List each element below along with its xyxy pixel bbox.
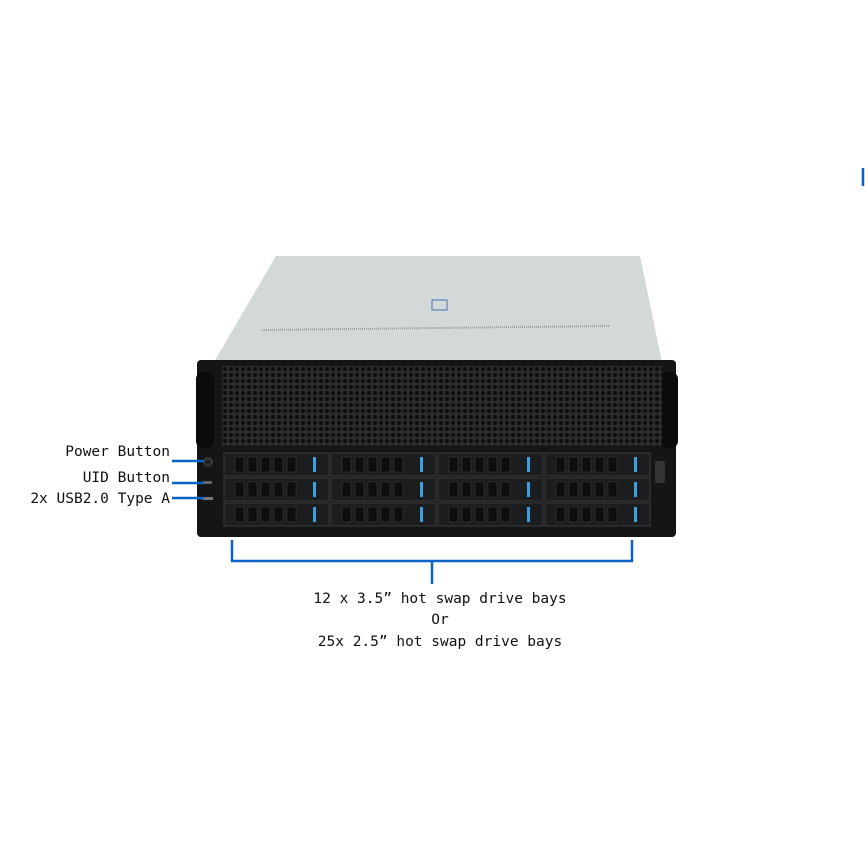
uid-button[interactable] bbox=[203, 481, 212, 484]
drive-vent bbox=[461, 506, 472, 523]
drive-vent bbox=[393, 481, 404, 498]
drive-vent bbox=[286, 506, 297, 523]
drive-latch[interactable] bbox=[420, 507, 423, 522]
drive-vent bbox=[607, 456, 618, 473]
drive-latch[interactable] bbox=[527, 482, 530, 497]
drive-vent bbox=[555, 456, 566, 473]
drive-vent bbox=[341, 506, 352, 523]
drive-latch[interactable] bbox=[313, 482, 316, 497]
drive-vent bbox=[260, 506, 271, 523]
drive-vent bbox=[461, 456, 472, 473]
drive-vent bbox=[487, 481, 498, 498]
drive-vent bbox=[474, 456, 485, 473]
drive-latch[interactable] bbox=[313, 507, 316, 522]
drive-vent bbox=[555, 506, 566, 523]
drive-vent bbox=[393, 506, 404, 523]
drive-vent bbox=[273, 481, 284, 498]
drive-vent bbox=[500, 456, 511, 473]
drive-vent bbox=[234, 481, 245, 498]
drive-vent bbox=[341, 481, 352, 498]
drive-vent bbox=[286, 456, 297, 473]
drive-vent bbox=[500, 506, 511, 523]
vga-port bbox=[655, 461, 665, 483]
power-button[interactable] bbox=[203, 457, 213, 467]
drive-vent bbox=[260, 456, 271, 473]
drive-vent bbox=[607, 506, 618, 523]
drive-latch[interactable] bbox=[634, 482, 637, 497]
drive-vent bbox=[354, 506, 365, 523]
drive-vent bbox=[286, 481, 297, 498]
drive-bays-label-2: 25x 2.5” hot swap drive bays bbox=[317, 634, 563, 650]
drive-vent bbox=[568, 456, 579, 473]
drive-vent bbox=[581, 456, 592, 473]
drive-vent bbox=[247, 481, 258, 498]
drive-vent bbox=[581, 481, 592, 498]
drive-vent bbox=[367, 456, 378, 473]
drive-vent bbox=[487, 456, 498, 473]
drive-vent bbox=[260, 481, 271, 498]
drive-vent bbox=[607, 481, 618, 498]
uid-button-label: UID Button bbox=[82, 470, 170, 486]
drive-vent bbox=[555, 481, 566, 498]
power-button-label: Power Button bbox=[65, 444, 170, 460]
right-handle bbox=[660, 372, 678, 448]
drive-latch[interactable] bbox=[634, 457, 637, 472]
lid-label bbox=[431, 299, 448, 311]
drive-vent bbox=[273, 456, 284, 473]
drive-vent bbox=[594, 481, 605, 498]
drive-vent bbox=[354, 481, 365, 498]
drive-vent bbox=[594, 456, 605, 473]
drive-vent bbox=[594, 506, 605, 523]
drive-vent bbox=[341, 456, 352, 473]
usb-port[interactable] bbox=[202, 497, 213, 500]
drive-vent bbox=[367, 506, 378, 523]
drive-latch[interactable] bbox=[420, 457, 423, 472]
drive-vent bbox=[247, 506, 258, 523]
drive-vent bbox=[393, 456, 404, 473]
drive-vent bbox=[448, 481, 459, 498]
drive-vent bbox=[448, 506, 459, 523]
drive-latch[interactable] bbox=[313, 457, 316, 472]
drive-vent bbox=[568, 481, 579, 498]
drive-vent bbox=[234, 456, 245, 473]
drive-latch[interactable] bbox=[634, 507, 637, 522]
drive-bays-label-or: Or bbox=[431, 612, 449, 628]
drive-vent bbox=[448, 456, 459, 473]
drive-vent bbox=[474, 481, 485, 498]
drive-bays bbox=[223, 452, 651, 527]
drive-vent bbox=[247, 456, 258, 473]
drive-vent bbox=[367, 481, 378, 498]
drive-latch[interactable] bbox=[527, 507, 530, 522]
drive-vent bbox=[354, 456, 365, 473]
drive-vent bbox=[380, 481, 391, 498]
drive-vent bbox=[380, 506, 391, 523]
drive-vent bbox=[581, 506, 592, 523]
usb-label: 2x USB2.0 Type A bbox=[30, 491, 170, 507]
drive-vent bbox=[273, 506, 284, 523]
left-handle bbox=[196, 372, 214, 448]
drive-latch[interactable] bbox=[420, 482, 423, 497]
lid-vent bbox=[261, 325, 611, 331]
drive-bays-label-1: 12 x 3.5” hot swap drive bays bbox=[313, 591, 567, 607]
drive-vent bbox=[568, 506, 579, 523]
drive-vent bbox=[500, 481, 511, 498]
drive-vent bbox=[461, 481, 472, 498]
drive-vent bbox=[474, 506, 485, 523]
drive-vent bbox=[234, 506, 245, 523]
front-mesh bbox=[222, 366, 662, 446]
drive-vent bbox=[380, 456, 391, 473]
callout-lines bbox=[172, 168, 865, 584]
chassis-top-lid bbox=[214, 256, 662, 362]
drive-latch[interactable] bbox=[527, 457, 530, 472]
drive-vent bbox=[487, 506, 498, 523]
